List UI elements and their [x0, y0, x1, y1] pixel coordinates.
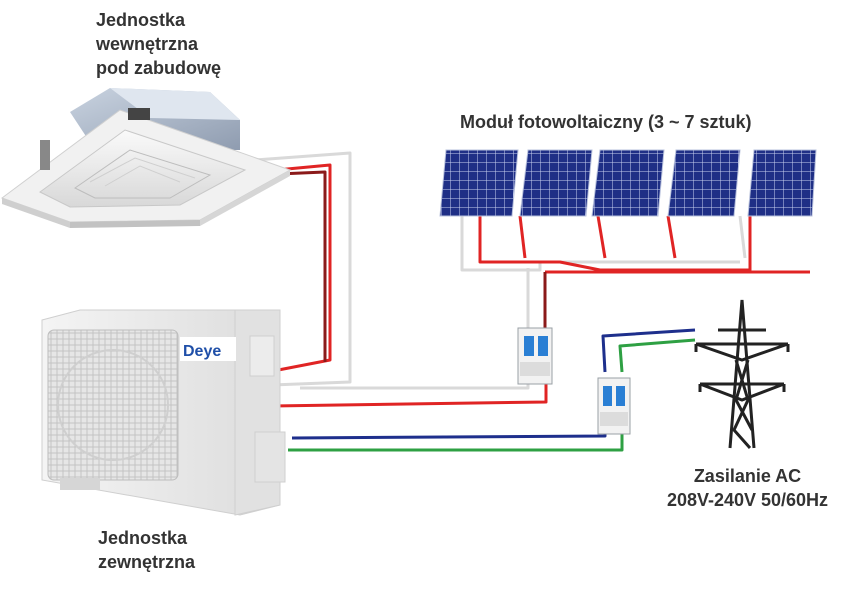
power-pylon-icon: [694, 299, 790, 449]
wiring: [254, 151, 810, 452]
ac-supply-label: Zasilanie AC 208V-240V 50/60Hz: [666, 466, 829, 510]
solar-panel-icon: [667, 149, 741, 217]
wire-indoor-grey: [254, 151, 352, 387]
wire-ac-green-out: [288, 432, 624, 452]
solar-panel-icon: [519, 149, 593, 217]
outdoor-unit-icon: [41, 309, 286, 516]
circuit-breaker-icon: [597, 377, 631, 435]
brand-logo: Deye: [183, 343, 221, 360]
wire-ac-blue-out: [291, 432, 607, 440]
wire-indoor-red: [254, 163, 332, 374]
solar-panel-icon: [747, 149, 817, 217]
solar-panel-array: [439, 149, 817, 217]
wire-pv-bus-red: [478, 216, 752, 272]
outdoor-unit-label: Jednostka zewnętrzna: [98, 528, 196, 572]
wire-dc-red: [271, 382, 548, 408]
circuit-breaker-icon: [517, 327, 553, 385]
wire-ac-green: [618, 338, 696, 373]
cassette-indoor-unit-icon: [0, 88, 292, 228]
solar-panel-icon: [439, 149, 519, 217]
wire-ac-blue: [601, 328, 696, 373]
solar-panel-icon: [591, 149, 665, 217]
indoor-unit-label: Jednostka wewnętrzna pod zabudowę: [96, 10, 221, 78]
pv-module-label: Moduł fotowoltaiczny (3 ~ 7 sztuk): [460, 112, 752, 132]
